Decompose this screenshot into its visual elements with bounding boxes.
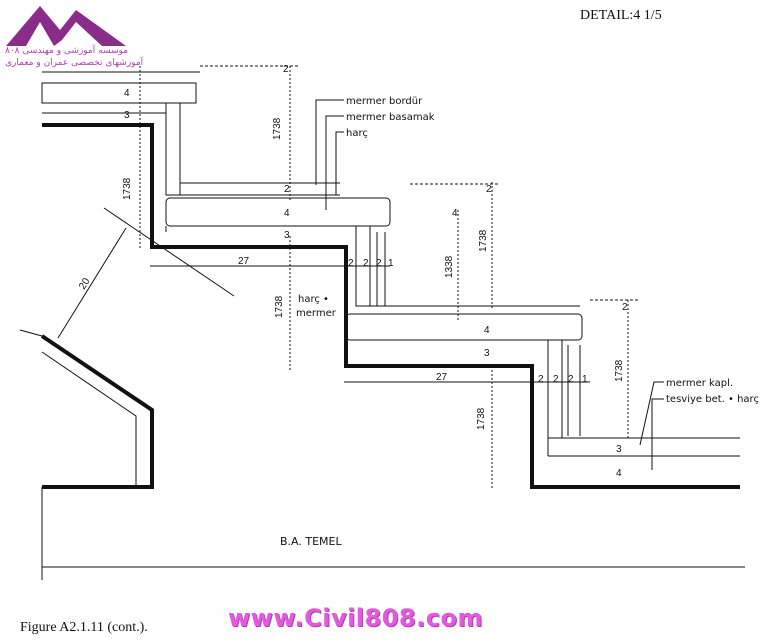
dim-text: 4 bbox=[616, 468, 622, 479]
dim-text: 1 bbox=[582, 374, 588, 385]
dim-text: 2 bbox=[363, 258, 369, 269]
dim-text: 2 bbox=[568, 374, 574, 385]
dim-text: 1738 bbox=[476, 407, 487, 430]
label-tesviye: tesviye bet. • harç bbox=[666, 394, 759, 405]
dim-text: 4 bbox=[452, 208, 458, 219]
dim-text: 2 bbox=[284, 184, 290, 195]
label-harc-mid: harç • bbox=[298, 294, 329, 305]
leader-harc bbox=[335, 131, 344, 195]
dim-text: 20 bbox=[77, 276, 92, 292]
leader-bordur bbox=[315, 99, 344, 185]
tread2-marble bbox=[345, 313, 583, 341]
dim-text: 1338 bbox=[444, 255, 455, 278]
figure-caption: Figure A2.1.11 (cont.). bbox=[20, 620, 148, 635]
dim-text: 2 bbox=[486, 184, 492, 195]
tread1-marble bbox=[165, 197, 391, 227]
dim-text: 3 bbox=[616, 444, 622, 455]
dim-text: 1 bbox=[388, 258, 394, 269]
watermark-url: www.Civil808.com bbox=[228, 604, 483, 632]
dim-text: 27 bbox=[436, 372, 448, 383]
dim-text: 4 bbox=[124, 88, 130, 99]
leader-kapl bbox=[639, 381, 664, 446]
dim-20-ext bbox=[103, 207, 235, 297]
label-mermer-mid: mermer bbox=[296, 308, 337, 319]
riser1-marble bbox=[165, 102, 181, 196]
dim-text: 27 bbox=[238, 256, 250, 267]
dim-text: 1738 bbox=[272, 117, 283, 140]
label-ba-temel: B.A. TEMEL bbox=[280, 535, 342, 548]
riser3-marble bbox=[547, 339, 563, 439]
detail-label: DETAIL:4 1/5 bbox=[580, 8, 662, 23]
dim-text: 3 bbox=[484, 348, 490, 359]
dim-text: 4 bbox=[284, 208, 290, 219]
dim-text: 2 bbox=[553, 374, 559, 385]
dim-text: 2 bbox=[283, 64, 289, 75]
label-mermer-kapl: mermer kapl. bbox=[666, 378, 733, 389]
dim-text: 1738 bbox=[122, 177, 133, 200]
label-mermer-basamak: mermer basamak bbox=[346, 112, 435, 123]
dim-text: 2 bbox=[538, 374, 544, 385]
dim-20-line bbox=[57, 227, 127, 339]
label-harc: harç bbox=[346, 128, 368, 139]
logo: موسسه آموزشی و مهندسی ۸۰۸ آموزشهای تخصصی… bbox=[2, 0, 143, 78]
inclined-slab-outline bbox=[40, 334, 154, 489]
dim-text: 3 bbox=[284, 230, 290, 241]
top-marble-slab bbox=[41, 82, 197, 104]
dim-text: 1738 bbox=[478, 229, 489, 252]
dim-text: 1738 bbox=[274, 295, 285, 318]
dim-text: 2 bbox=[376, 258, 382, 269]
inclined-slab-inner bbox=[41, 351, 137, 487]
leader-tesviye bbox=[651, 398, 664, 470]
label-mermer-bordur: mermer bordür bbox=[346, 96, 423, 107]
dim-text: 2 bbox=[348, 258, 354, 269]
leader-basamak bbox=[325, 115, 344, 210]
dim-text: 3 bbox=[124, 110, 130, 121]
dim-text: 2 bbox=[622, 302, 628, 313]
logo-mark-icon bbox=[6, 6, 126, 46]
dim-text: 1738 bbox=[614, 359, 625, 382]
logo-text-line2: آموزشهای تخصصی عمران و معماری bbox=[5, 58, 144, 68]
logo-text-line1: موسسه آموزشی و مهندسی ۸۰۸ bbox=[5, 46, 128, 56]
dim-text: 4 bbox=[484, 325, 490, 336]
concrete-stair-profile bbox=[42, 123, 740, 489]
slab-break-line bbox=[19, 329, 43, 337]
